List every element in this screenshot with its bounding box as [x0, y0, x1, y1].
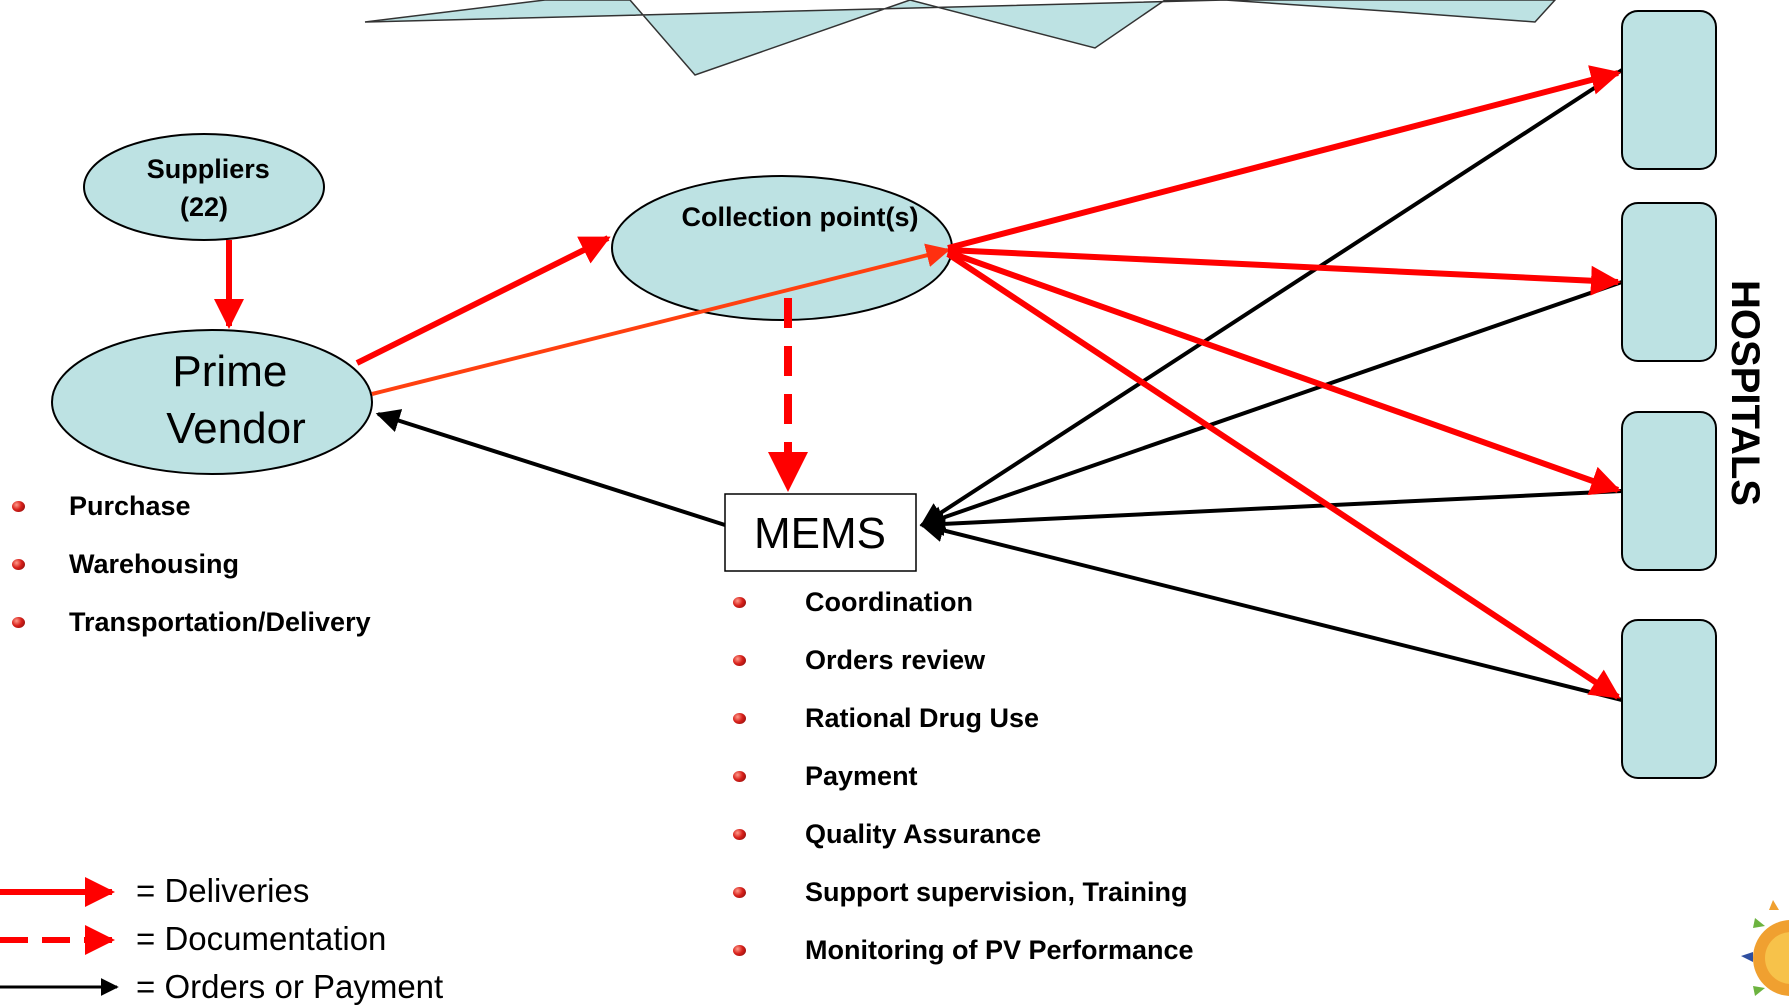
bullet-icon: [733, 771, 746, 782]
list-item-text: Warehousing: [69, 549, 240, 579]
hospitals-label: HOSPITALS: [1723, 280, 1767, 506]
list-item-text: Support supervision, Training: [805, 877, 1188, 907]
delivery-line-prime-vendor-to-collection-secondary: [371, 243, 951, 396]
bullet-icon: [12, 501, 25, 512]
list-item-text: Transportation/Delivery: [69, 607, 371, 637]
legend-orders-label: = Orders or Payment: [136, 968, 444, 1005]
list-item-text: Payment: [805, 761, 918, 791]
sun-logo-icon: [1741, 900, 1789, 996]
orders-line-hospital4-to-mems: [919, 518, 1623, 702]
bullet-icon: [12, 559, 25, 570]
delivery-line-collection-to-hospital3: [946, 249, 1621, 496]
prime-vendor-node: [51, 329, 373, 475]
legend-documentation-label: = Documentation: [136, 920, 387, 957]
bullet-icon: [12, 617, 25, 628]
top-banner-shape: [364, 0, 1557, 76]
delivery-line-collection-to-hospital2: [947, 247, 1621, 296]
list-item-text: Monitoring of PV Performance: [805, 935, 1194, 965]
suppliers-label-line-2: (22): [180, 192, 228, 222]
bullet-icon: [733, 945, 746, 956]
prime-vendor-label-line-2: Vendor: [166, 404, 305, 453]
list-item-text: Rational Drug Use: [805, 703, 1040, 733]
suppliers-label-line-1: Suppliers: [147, 154, 270, 184]
orders-line-hospital2-to-mems: [919, 280, 1623, 530]
list-item-text: Quality Assurance: [805, 819, 1042, 849]
mems-label: MEMS: [754, 509, 886, 558]
hospital-box-3: [1621, 411, 1717, 571]
delivery-line-collection-to-hospital1: [947, 65, 1621, 251]
collection-point-label: Collection point(s): [682, 202, 919, 232]
orders-line-hospital1-to-mems: [919, 68, 1624, 527]
orders-line-mems-to-prime-vendor: [375, 409, 726, 527]
bullet-icon: [733, 597, 746, 608]
hospital-box-2: [1621, 202, 1717, 362]
bullet-icon: [733, 829, 746, 840]
delivery-line-prime-vendor-to-collection: [355, 235, 611, 366]
list-item-text: Purchase: [69, 491, 191, 521]
mems-node: [724, 493, 917, 572]
bullet-icon: [733, 713, 746, 724]
hospital-box-1: [1621, 10, 1717, 170]
list-item-text: Coordination: [805, 587, 973, 617]
bullet-icon: [733, 887, 746, 898]
prime-vendor-label: Prime Vendor: [166, 347, 305, 453]
suppliers-node: [83, 133, 325, 241]
collection-point-node: [611, 175, 953, 321]
bullet-icon: [733, 655, 746, 666]
prime-vendor-label-line-1: Prime: [172, 347, 287, 396]
delivery-line-collection-to-hospital4: [946, 251, 1621, 700]
list-item-text: Orders review: [805, 645, 986, 675]
suppliers-label: Suppliers (22): [147, 154, 278, 222]
orders-line-hospital3-to-mems: [919, 489, 1623, 536]
legend-deliveries-label: = Deliveries: [136, 872, 310, 909]
hospital-box-4: [1621, 619, 1717, 779]
